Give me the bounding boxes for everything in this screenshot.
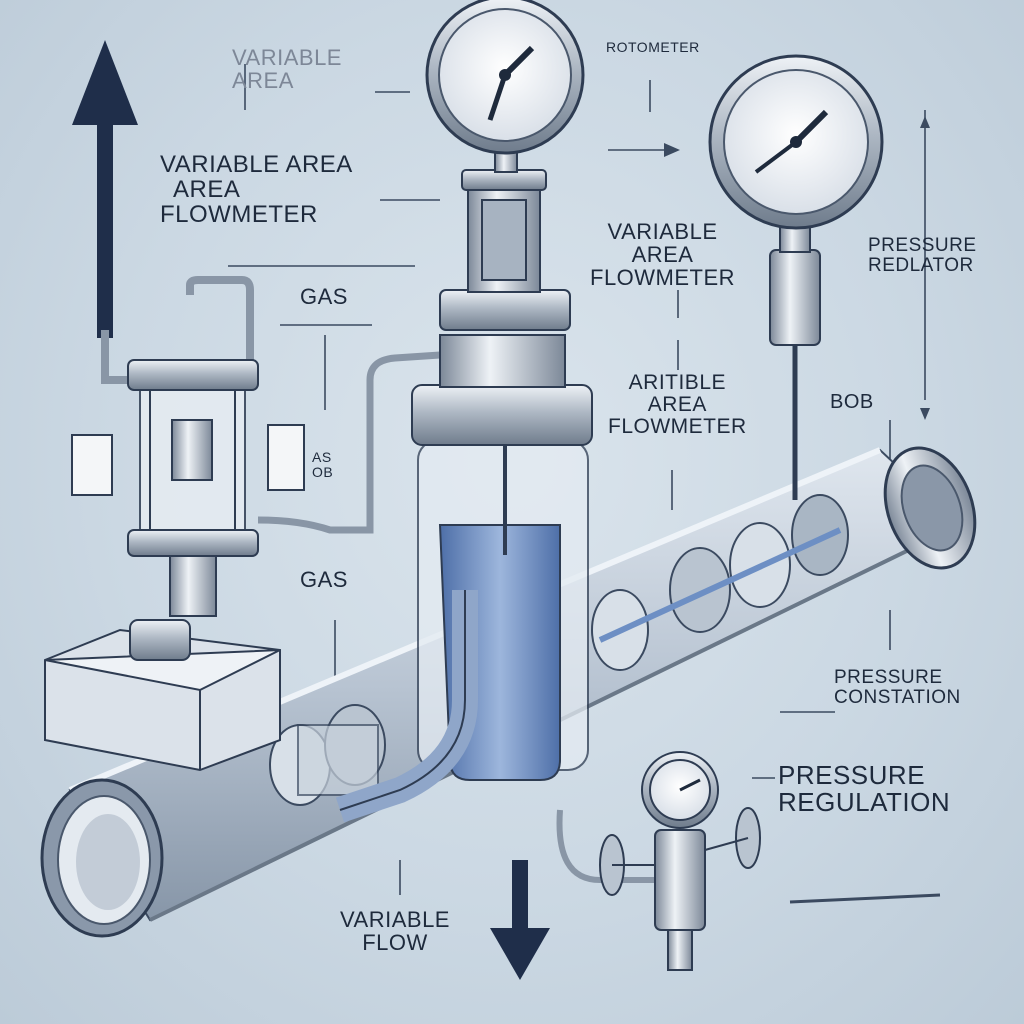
label-pressure-constation: PRESSURE CONSTATION: [834, 667, 961, 708]
label-variable-area-faded: VARIABLE AREA: [232, 45, 342, 94]
bottom-pressure-regulator: [556, 751, 761, 971]
label-gas-top: GAS: [300, 284, 348, 309]
label-bob: BOB: [830, 391, 874, 413]
central-flowmeter-tube: [335, 129, 593, 823]
label-variable-area-flowmeter-left: VARIABLE AREA AREA FLOWMETER: [160, 151, 353, 229]
label-rotometer: ROTOMETER: [606, 39, 700, 55]
label-pressure-redlator: PRESSURE REDLATOR: [868, 235, 977, 276]
pipe-internal-segments: [269, 494, 849, 806]
label-aritible-area-flowmeter: ARITIBLE AREA FLOWMETER: [608, 371, 747, 439]
left-regulator-assembly: [44, 276, 441, 772]
label-gas-bottom: GAS: [300, 567, 348, 592]
large-down-arrow-icon: [490, 860, 550, 980]
large-up-arrow-icon: [72, 40, 138, 338]
label-variable-area-flowmeter-center: VARIABLE AREA FLOWMETER: [590, 219, 736, 291]
top-pressure-gauge: [425, 0, 585, 155]
label-as-ob: AS OB: [312, 449, 334, 480]
label-pressure-regulation: PRESSURE REGULATION: [778, 760, 951, 818]
label-variable-flow: VARIABLE FLOW: [340, 907, 450, 956]
right-pressure-gauge: [708, 54, 884, 500]
